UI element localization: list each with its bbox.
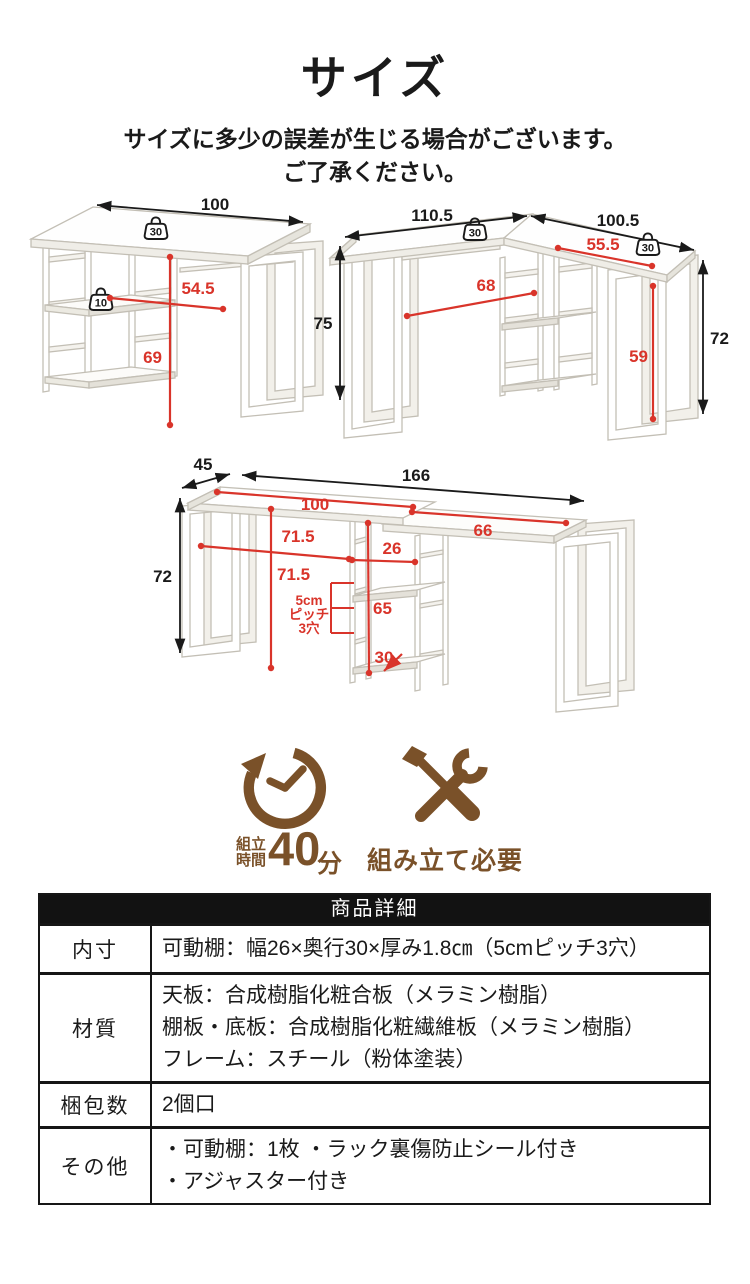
dim-label-top-width: 100 (201, 195, 229, 214)
red-dim-lines (109, 257, 224, 425)
spec-row-label: その他 (40, 1129, 152, 1203)
spec-row-package-count: 梱包数 2個口 (40, 1081, 709, 1126)
spec-row-material: 材質 天板：合成樹脂化粧合板（メラミン樹脂） 棚板・底板：合成樹脂化粧繊維板（メ… (40, 972, 709, 1081)
dim-line-top-width (96, 200, 304, 227)
dim-line-total-width (241, 470, 585, 506)
screwdriver-wrench-icon (402, 746, 488, 822)
red-dim-dots (106, 253, 227, 429)
spec-row-value: ・可動棚：1枚 ・ラック裏傷防止シール付き ・アジャスター付き (152, 1129, 709, 1203)
pitch-note-line3: 3穴 (298, 620, 320, 636)
desk-drawing (28, 206, 324, 418)
spec-value-line: 可動棚：幅26×奥行30×厚み1.8㎝（5cmピッチ3穴） (162, 937, 650, 960)
dim-label-corner-width: 55.5 (586, 235, 619, 254)
dim-label-inner-width: 68 (477, 276, 496, 295)
dim-label-inner-width: 71.5 (281, 527, 314, 546)
dim-label-height-left: 75 (314, 314, 333, 333)
spec-table: 商品詳細 内寸 可動棚：幅26×奥行30×厚み1.8㎝（5cmピッチ3穴） 材質… (38, 893, 711, 1205)
spec-row-value: 天板：合成樹脂化粧合板（メラミン樹脂） 棚板・底板：合成樹脂化粧繊維板（メラミン… (152, 975, 709, 1081)
load-capacity-left: 30 (469, 227, 481, 239)
load-capacity-shelf: 10 (95, 297, 107, 309)
pitch-note-line1: 5cm (295, 593, 322, 608)
dim-label-depth: 45 (194, 455, 213, 474)
weight-icon: 30 (462, 217, 488, 241)
dim-label-height-right: 72 (710, 329, 729, 348)
spec-value-line: ・可動棚：1枚 ・ラック裏傷防止シール付き (162, 1138, 579, 1161)
dim-line-right-width (530, 213, 695, 253)
assembly-time-label: 組立 時間 (232, 837, 270, 869)
spec-value-line: ・アジャスター付き (162, 1170, 350, 1193)
red-dim-dots (197, 488, 570, 677)
dim-arrow-shelf-depth (383, 653, 403, 672)
dim-label-shelf-depth: 30 (375, 648, 394, 667)
assembly-time-label-bottom: 時間 (235, 852, 266, 869)
spec-value-line: 天板：合成樹脂化粧合板（メラミン樹脂） (162, 984, 561, 1007)
dim-label-right-width: 100.5 (597, 211, 640, 230)
dim-label-main-width: 100 (301, 495, 329, 514)
weight-icon: 30 (143, 216, 169, 240)
assembly-time-label-top: 組立 (235, 836, 266, 853)
diagram-extended-desk: 45 166 72 100 66 71.5 26 71.5 65 (153, 455, 635, 713)
spec-value-line: フレーム：スチール（粉体塗装） (162, 1048, 477, 1071)
dim-label-shelf-inner-width: 26 (383, 539, 402, 558)
dim-label-shelf-inner-height: 65 (373, 599, 392, 618)
spec-row-value: 2個口 (152, 1084, 709, 1126)
dim-label-left-width: 110.5 (411, 206, 453, 225)
weight-icon: 10 (88, 287, 114, 311)
rotating-clock-icon (241, 747, 327, 830)
dim-label-inner-height: 71.5 (277, 565, 310, 584)
diagram-single-desk: 100 30 10 54.5 69 (28, 195, 324, 429)
dim-line-left-width (344, 212, 528, 241)
weight-icon: 30 (635, 232, 661, 256)
diagram-l-shape-desk: 110.5 100.5 75 72 30 30 55.5 68 (314, 206, 729, 441)
spec-row-label: 内寸 (40, 926, 152, 972)
size-note-line1: サイズに多少の誤差が生じる場合がございます。 (123, 126, 627, 152)
dim-label-total-width: 166 (402, 466, 430, 485)
spec-row-label: 梱包数 (40, 1084, 152, 1126)
size-note-line2: ご了承ください。 (283, 159, 467, 185)
assembly-time-value: 40 (268, 822, 321, 875)
size-tolerance-note: サイズに多少の誤差が生じる場合がございます。 ご了承ください。 (0, 123, 750, 189)
dim-label-inner-height: 69 (143, 348, 162, 367)
red-dim-dots (403, 244, 657, 423)
load-capacity-top: 30 (150, 226, 162, 238)
spec-row-value: 可動棚：幅26×奥行30×厚み1.8㎝（5cmピッチ3穴） (152, 926, 709, 972)
page-title: サイズ (300, 52, 450, 104)
pitch-note-line2: ピッチ (289, 607, 330, 622)
dim-label-height: 72 (153, 567, 172, 586)
spec-row-other: その他 ・可動棚：1枚 ・ラック裏傷防止シール付き ・アジャスター付き (40, 1126, 709, 1203)
dim-label-inner-height: 59 (629, 347, 648, 366)
red-dim-lines (406, 246, 655, 419)
spec-value-line: 2個口 (162, 1093, 216, 1116)
assembly-required-label: 組み立て必要 (367, 847, 524, 875)
spec-row-label: 材質 (40, 975, 152, 1081)
red-dim-lines (200, 490, 567, 674)
dim-label-extension-width: 66 (474, 521, 493, 540)
spec-table-header: 商品詳細 (40, 895, 709, 923)
dim-line-depth (181, 472, 231, 490)
spec-value-line: 棚板・底板：合成樹脂化粧繊維板（メラミン樹脂） (162, 1016, 645, 1039)
load-capacity-right: 30 (642, 242, 654, 254)
spec-row-inner-dimensions: 内寸 可動棚：幅26×奥行30×厚み1.8㎝（5cmピッチ3穴） (40, 923, 709, 972)
dim-label-inner-width: 54.5 (181, 279, 214, 298)
assembly-time-unit: 分 (317, 850, 343, 878)
